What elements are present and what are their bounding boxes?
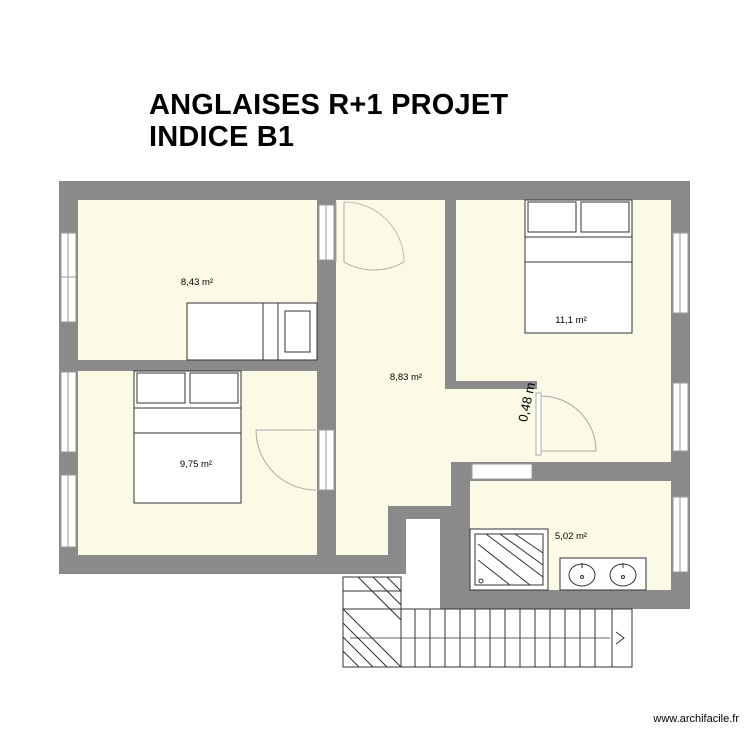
floor-hallway-stair-gap [336,506,388,555]
stair-shaft-opening [406,519,440,609]
doors [255,201,597,491]
desk-top-left [186,302,318,361]
window-left-bottom [60,371,77,453]
floor-bedroom-right-lower [537,381,671,462]
double-sink [559,557,647,591]
door-bedroom-top-left [335,201,405,271]
staircase [342,576,633,668]
wall-bathroom-bottom [451,590,690,609]
window-bathroom-top [471,463,533,480]
area-label-hallway: 8,83 m² [390,372,422,383]
wall-bedroom-right-left [445,181,456,388]
area-label-bedroom-top-left: 8,43 m² [181,277,213,288]
wall-stair-shaft-right [440,506,451,609]
wall-stair-shaft-top [388,506,451,519]
window-partition-top [318,204,335,261]
window-right-middle [672,382,689,452]
shower [469,528,549,591]
wall-top [59,181,690,200]
wall-bedroom-right-bottom [445,381,537,389]
plan-title-line-1: ANGLAISES R+1 PROJET [149,89,509,121]
bed-top-right [524,199,633,334]
windows [60,204,689,573]
window-right-top [672,232,689,314]
window-left-bottom-2 [60,474,77,548]
area-label-bedroom-bottom-left: 9,75 m² [180,459,212,470]
window-right-bathroom [672,496,689,573]
wall-bathroom-left [451,462,470,609]
window-partition-bottom [318,429,335,491]
door-bedroom-bottom-left [255,429,317,491]
floor-hallway-lower [336,389,451,506]
watermark: www.archifacile.fr [652,713,739,725]
floor-connector [445,389,537,462]
bed-bottom-left [133,370,242,504]
area-label-bedroom-top-right: 11,1 m² [555,315,587,326]
wall-partition-horizontal-left [59,360,336,371]
plan-title: ANGLAISES R+1 PROJET INDICE B1 [149,89,508,153]
plan-title-line-2: INDICE B1 [149,121,295,153]
window-left-top [60,232,77,323]
wall-stair-shaft-left [388,506,406,574]
floors [78,200,671,590]
door-bedroom-top-right [535,392,597,456]
area-label-bathroom: 5,02 m² [555,531,587,542]
wall-bottom-left [59,555,406,574]
